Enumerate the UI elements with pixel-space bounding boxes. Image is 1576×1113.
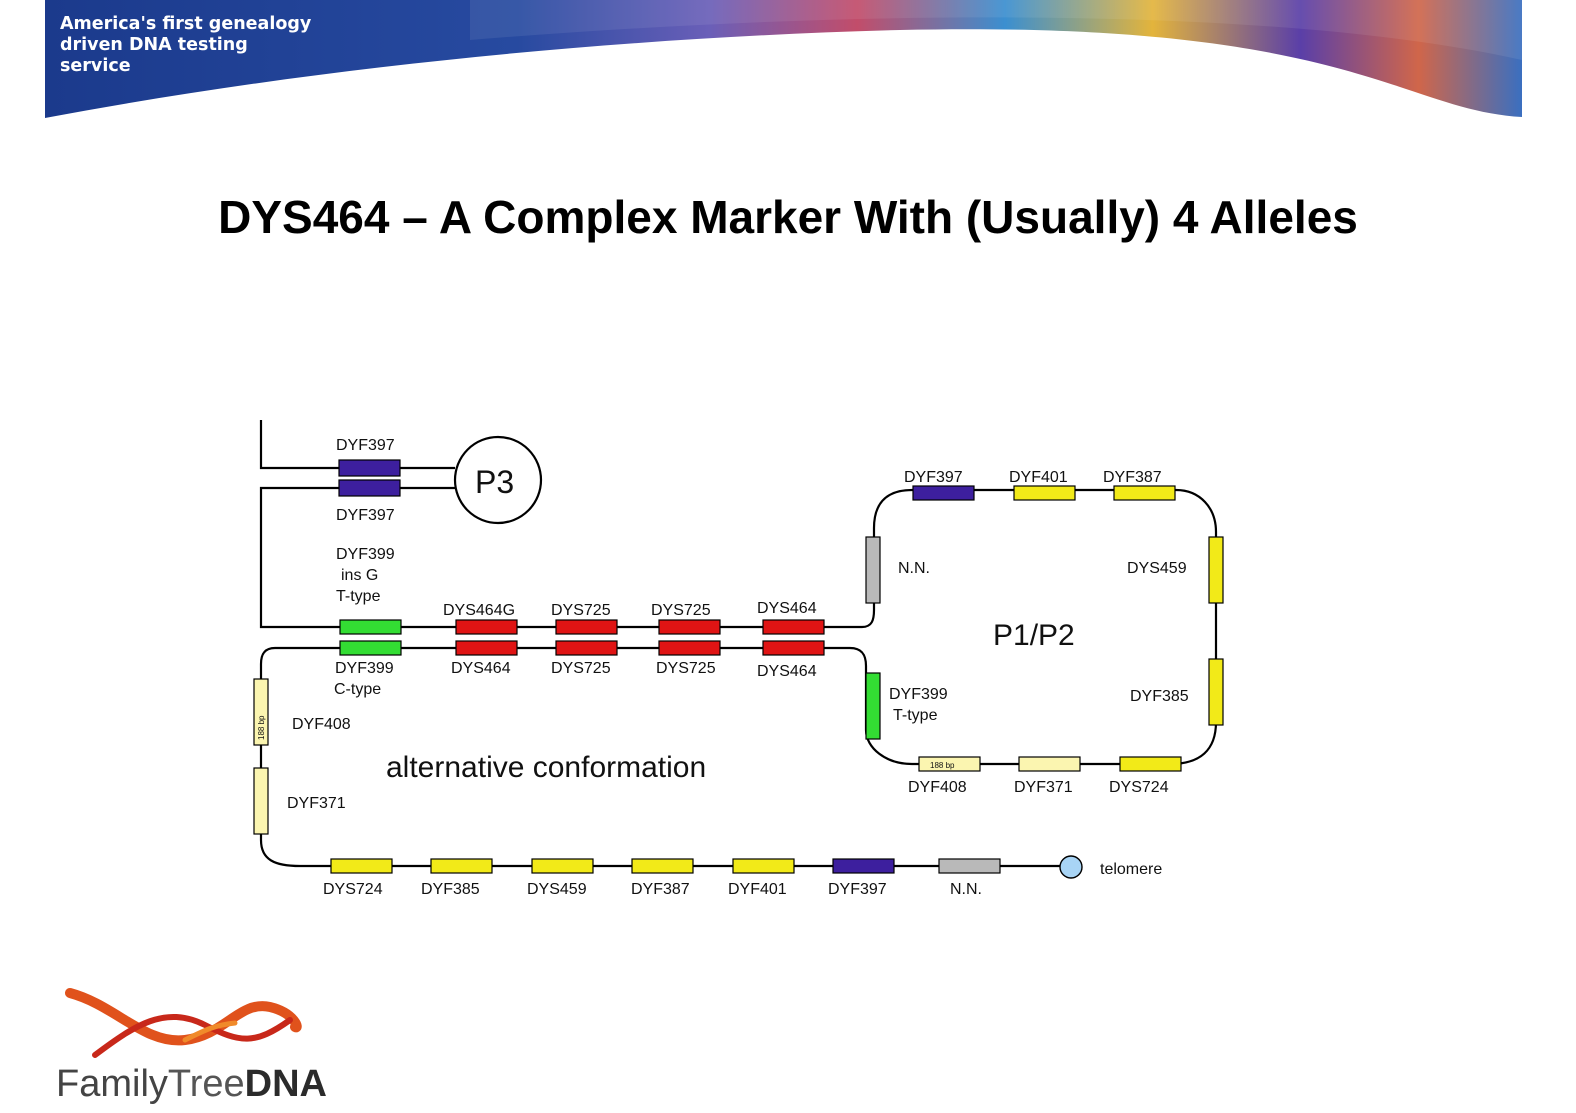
label-loop-dyf399-line2: T-type bbox=[893, 707, 938, 724]
label-b-dyf385: DYF385 bbox=[421, 881, 480, 898]
p3-circle bbox=[453, 435, 543, 525]
marker-b-dyf385 bbox=[430, 858, 493, 874]
marker-loop-dyf408 bbox=[918, 756, 981, 772]
familytreedna-logo-text: FamilyTreeDNA bbox=[56, 1063, 327, 1106]
label-dys464-bot2: DYS464 bbox=[757, 663, 817, 680]
logo-word-dna: DNA bbox=[244, 1063, 327, 1105]
label-dys725-bot2: DYS725 bbox=[656, 660, 716, 677]
marker-dyf399-c bbox=[339, 640, 402, 656]
marker-loop-dyf397 bbox=[912, 485, 975, 501]
bp-label-left: 188 bp bbox=[257, 715, 266, 740]
label-loop-dyf399-line1: DYF399 bbox=[889, 686, 948, 703]
label-loop-dyf387: DYF387 bbox=[1103, 469, 1162, 486]
marker-dys464-top bbox=[762, 619, 825, 635]
label-dys464g: DYS464G bbox=[443, 602, 515, 619]
marker-loop-dyf371 bbox=[1018, 756, 1081, 772]
label-b-dys724: DYS724 bbox=[323, 881, 383, 898]
marker-loop-dyf401 bbox=[1013, 485, 1076, 501]
marker-b-nn bbox=[938, 858, 1001, 874]
marker-dys464-bot2 bbox=[762, 640, 825, 656]
marker-loop-dys724 bbox=[1119, 756, 1182, 772]
marker-left-dyf408 bbox=[253, 678, 269, 746]
marker-left-dyf371 bbox=[253, 767, 269, 835]
banner-tagline: America's first genealogy driven DNA tes… bbox=[60, 14, 312, 76]
p3-label: P3 bbox=[475, 464, 514, 500]
label-dys464-top: DYS464 bbox=[757, 600, 817, 617]
label-loop-dys459: DYS459 bbox=[1127, 560, 1187, 577]
marker-dyf397-b bbox=[338, 479, 401, 497]
label-left-dyf371: DYF371 bbox=[287, 795, 346, 812]
marker-loop-dyf385 bbox=[1208, 658, 1224, 726]
telomere-dot bbox=[1059, 855, 1083, 879]
familytreedna-logo-helix bbox=[65, 988, 302, 1058]
label-loop-nn: N.N. bbox=[898, 560, 930, 577]
label-b-dyf397: DYF397 bbox=[828, 881, 887, 898]
label-dys725-bot1: DYS725 bbox=[551, 660, 611, 677]
label-dyf399-ins-line1: DYF399 bbox=[336, 546, 395, 563]
label-b-nn: N.N. bbox=[950, 881, 982, 898]
slide-title: DYS464 – A Complex Marker With (Usually)… bbox=[218, 191, 1358, 243]
alternative-conformation-label: alternative conformation bbox=[386, 751, 706, 784]
header-banner bbox=[45, 0, 1522, 118]
telomere-label: telomere bbox=[1100, 861, 1162, 878]
marker-dys725-top1 bbox=[555, 619, 618, 635]
marker-b-dyf397 bbox=[832, 858, 895, 874]
label-loop-dyf371: DYF371 bbox=[1014, 779, 1073, 796]
label-dyf399-ins-line3: T-type bbox=[336, 588, 381, 605]
marker-dys464g bbox=[455, 619, 518, 635]
marker-b-dys459 bbox=[531, 858, 594, 874]
marker-dyf397-a bbox=[338, 459, 401, 477]
marker-dys725-bot2 bbox=[658, 640, 721, 656]
marker-b-dyf401 bbox=[732, 858, 795, 874]
label-loop-dyf408: DYF408 bbox=[908, 779, 967, 796]
marker-dyf399-t bbox=[339, 619, 402, 635]
marker-loop-dyf399 bbox=[865, 672, 881, 740]
p1p2-label: P1/P2 bbox=[993, 619, 1075, 652]
marker-loop-dyf387 bbox=[1113, 485, 1176, 501]
marker-dys725-bot1 bbox=[555, 640, 618, 656]
marker-dys464-bot1 bbox=[455, 640, 518, 656]
marker-dys725-top2 bbox=[658, 619, 721, 635]
logo-word-tree: Tree bbox=[167, 1063, 245, 1105]
label-dyf399-c-line2: C-type bbox=[334, 681, 381, 698]
label-dyf397-b: DYF397 bbox=[336, 507, 395, 524]
label-loop-dys724: DYS724 bbox=[1109, 779, 1169, 796]
label-loop-dyf397: DYF397 bbox=[904, 469, 963, 486]
label-dys725-top2: DYS725 bbox=[651, 602, 711, 619]
bp-label-loop: 188 bp bbox=[930, 761, 955, 770]
label-b-dys459: DYS459 bbox=[527, 881, 587, 898]
label-dyf399-ins-line2: ins G bbox=[341, 567, 378, 584]
marker-b-dys724 bbox=[330, 858, 393, 874]
label-dys464-bot1: DYS464 bbox=[451, 660, 511, 677]
label-loop-dyf385: DYF385 bbox=[1130, 688, 1189, 705]
logo-word-family: Family bbox=[56, 1063, 168, 1105]
label-dys725-top1: DYS725 bbox=[551, 602, 611, 619]
marker-b-dyf387 bbox=[631, 858, 694, 874]
label-b-dyf401: DYF401 bbox=[728, 881, 787, 898]
marker-loop-dys459 bbox=[1208, 536, 1224, 604]
label-dyf399-c-line1: DYF399 bbox=[335, 660, 394, 677]
label-left-dyf408: DYF408 bbox=[292, 716, 351, 733]
label-loop-dyf401: DYF401 bbox=[1009, 469, 1068, 486]
marker-loop-nn bbox=[865, 536, 881, 604]
label-b-dyf387: DYF387 bbox=[631, 881, 690, 898]
label-dyf397-a: DYF397 bbox=[336, 437, 395, 454]
